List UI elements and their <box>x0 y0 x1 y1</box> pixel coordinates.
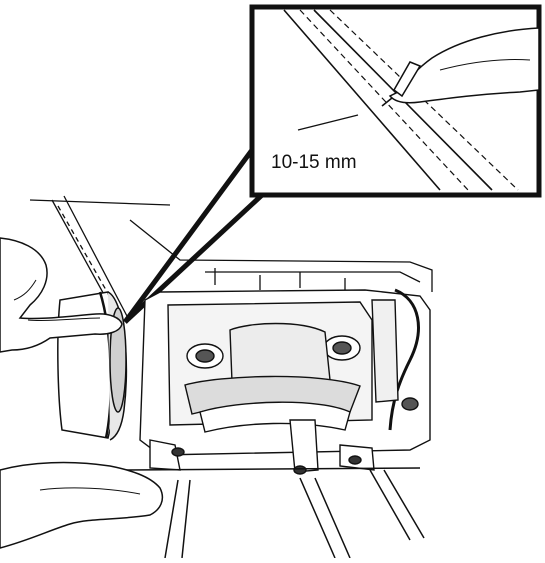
motor-assembly <box>139 288 431 475</box>
left-hand <box>0 237 123 353</box>
upper-frame <box>129 219 433 292</box>
measurement-label: 10-15 mm <box>271 152 357 173</box>
stand-legs <box>119 467 425 559</box>
measurement-leader <box>297 114 359 131</box>
deflection-arrow <box>381 97 393 107</box>
inset-detail: 10-15 mm <box>249 4 542 198</box>
lower-hand <box>0 461 164 549</box>
inset-finger <box>388 27 540 104</box>
